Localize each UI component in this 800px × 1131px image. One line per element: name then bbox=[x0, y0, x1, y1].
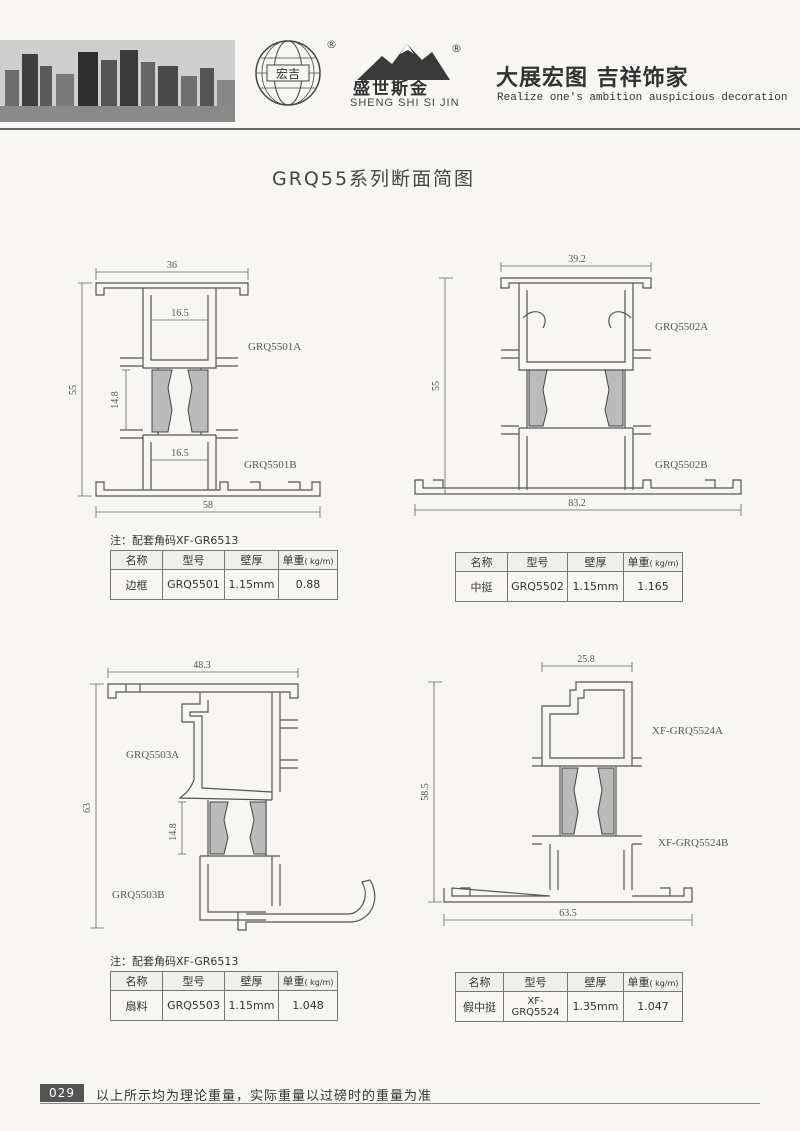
dim-width-top: 25.8 bbox=[577, 654, 595, 665]
cell-model: GRQ5501 bbox=[162, 569, 225, 600]
dim-width-bottom: 58 bbox=[203, 500, 213, 511]
col-name: 名称 bbox=[455, 552, 508, 572]
col-thickness: 壁厚 bbox=[224, 550, 279, 570]
profile-code-a: XF-GRQ5524A bbox=[652, 725, 723, 737]
brand-name-cn: 盛世斯金 bbox=[353, 79, 429, 99]
footer-divider bbox=[40, 1103, 760, 1104]
profile-code-a: GRQ5503A bbox=[126, 749, 179, 761]
profile-code-b: XF-GRQ5524B bbox=[658, 837, 728, 849]
cell-model: GRQ5503 bbox=[162, 990, 225, 1021]
cell-name: 扇料 bbox=[110, 990, 163, 1021]
table-row: 假中挺 XF-GRQ5524 1.35mm 1.047 bbox=[455, 991, 683, 1022]
spec-table-grq5501: 名称 型号 壁厚 单重( kg/m) 边框 GRQ5501 1.15mm 0.8… bbox=[110, 550, 338, 600]
cell-weight: 1.047 bbox=[623, 991, 683, 1022]
cell-model: GRQ5502 bbox=[507, 571, 568, 602]
dim-strip: 14.8 bbox=[110, 391, 121, 409]
hongji-globe-logo: 宏吉 bbox=[255, 40, 321, 106]
dim-width-bottom: 83.2 bbox=[568, 498, 586, 509]
section-drawing-grq5502: 39.2 55 83.2 GRQ5502A GRQ5502B bbox=[414, 254, 742, 516]
section-drawing-xf-grq5524: 25.8 58.5 63.5 XF-GRQ5524A XF-GRQ5524B bbox=[420, 654, 728, 926]
section-drawing-grq5501: 36 16.5 16.5 55 14.8 58 GRQ5501A GRQ5501… bbox=[68, 260, 321, 518]
cell-thickness: 1.15mm bbox=[224, 990, 279, 1021]
col-model: 型号 bbox=[162, 550, 225, 570]
profile-code-a: GRQ5502A bbox=[655, 321, 708, 333]
col-name: 名称 bbox=[455, 972, 504, 992]
cell-name: 假中挺 bbox=[455, 991, 504, 1022]
corner-note-2: 注：配套角码XF-GR6513 bbox=[110, 955, 239, 968]
col-weight: 单重( kg/m) bbox=[623, 552, 683, 572]
dim-width-bottom: 63.5 bbox=[559, 908, 577, 919]
col-name: 名称 bbox=[110, 550, 163, 570]
cell-thickness: 1.15mm bbox=[224, 569, 279, 600]
col-model: 型号 bbox=[503, 972, 568, 992]
table-row: 中挺 GRQ5502 1.15mm 1.165 bbox=[455, 571, 683, 602]
col-weight: 单重( kg/m) bbox=[278, 971, 338, 991]
spec-table-xf-grq5524: 名称 型号 壁厚 单重( kg/m) 假中挺 XF-GRQ5524 1.35mm… bbox=[455, 972, 683, 1022]
page-number: 029 bbox=[40, 1084, 84, 1102]
table-row: 边框 GRQ5501 1.15mm 0.88 bbox=[110, 569, 338, 600]
page-footer: 029 以上所示均为理论重量，实际重量以过磅时的重量为准 bbox=[0, 1082, 800, 1104]
dim-height: 55 bbox=[68, 385, 79, 395]
col-model: 型号 bbox=[162, 971, 225, 991]
cell-weight: 1.048 bbox=[278, 990, 338, 1021]
dim-strip: 14.8 bbox=[168, 823, 179, 841]
dim-width-top: 48.3 bbox=[193, 660, 211, 671]
cell-weight: 1.165 bbox=[623, 571, 683, 602]
table-row: 扇料 GRQ5503 1.15mm 1.048 bbox=[110, 990, 338, 1021]
slogan-en: Realize one's ambition auspicious decora… bbox=[497, 92, 788, 104]
profile-code-b: GRQ5503B bbox=[112, 889, 165, 901]
profile-code-b: GRQ5501B bbox=[244, 459, 297, 471]
cell-thickness: 1.15mm bbox=[567, 571, 624, 602]
spec-table-grq5502: 名称 型号 壁厚 单重( kg/m) 中挺 GRQ5502 1.15mm 1.1… bbox=[455, 552, 683, 602]
corner-note-1: 注：配套角码XF-GR6513 bbox=[110, 534, 239, 547]
brand-name-pinyin: SHENG SHI SI JIN bbox=[350, 97, 460, 109]
profile-code-a: GRQ5501A bbox=[248, 341, 301, 353]
cell-name: 中挺 bbox=[455, 571, 508, 602]
city-skyline-image bbox=[0, 40, 235, 122]
cell-weight: 0.88 bbox=[278, 569, 338, 600]
profile-code-b: GRQ5502B bbox=[655, 459, 708, 471]
svg-text:宏吉: 宏吉 bbox=[276, 66, 300, 81]
registered-mark-1: ® bbox=[326, 38, 337, 51]
page-title: GRQ55系列断面简图 bbox=[272, 168, 476, 190]
col-model: 型号 bbox=[507, 552, 568, 572]
spec-table-grq5503: 名称 型号 壁厚 单重( kg/m) 扇料 GRQ5503 1.15mm 1.0… bbox=[110, 971, 338, 1021]
dim-inner-b: 16.5 bbox=[171, 448, 189, 459]
slogan-cn: 大展宏图 吉祥饰家 bbox=[496, 66, 689, 91]
registered-mark-2: ® bbox=[451, 42, 462, 55]
col-weight: 单重( kg/m) bbox=[623, 972, 683, 992]
cell-name: 边框 bbox=[110, 569, 163, 600]
section-drawing-grq5503: 48.3 63 14.8 GRQ5503A GRQ5503B bbox=[82, 660, 376, 931]
header-divider bbox=[0, 128, 800, 130]
col-name: 名称 bbox=[110, 971, 163, 991]
col-thickness: 壁厚 bbox=[224, 971, 279, 991]
cell-model: XF-GRQ5524 bbox=[503, 991, 568, 1022]
dim-height: 55 bbox=[431, 381, 442, 391]
dim-width-top: 36 bbox=[167, 260, 177, 271]
dim-width-top: 39.2 bbox=[568, 254, 586, 265]
page-header: 宏吉 ® ® 盛世斯金 SHENG SHI SI JIN 大展宏图 吉祥饰家 R… bbox=[0, 0, 800, 130]
cell-thickness: 1.35mm bbox=[567, 991, 624, 1022]
col-thickness: 壁厚 bbox=[567, 552, 624, 572]
footer-note: 以上所示均为理论重量，实际重量以过磅时的重量为准 bbox=[96, 1089, 433, 1104]
col-weight: 单重( kg/m) bbox=[278, 550, 338, 570]
mountain-logo bbox=[357, 44, 450, 80]
dim-inner-a: 16.5 bbox=[171, 308, 189, 319]
dim-height: 58.5 bbox=[420, 783, 431, 801]
col-thickness: 壁厚 bbox=[567, 972, 624, 992]
dim-height: 63 bbox=[82, 803, 93, 813]
